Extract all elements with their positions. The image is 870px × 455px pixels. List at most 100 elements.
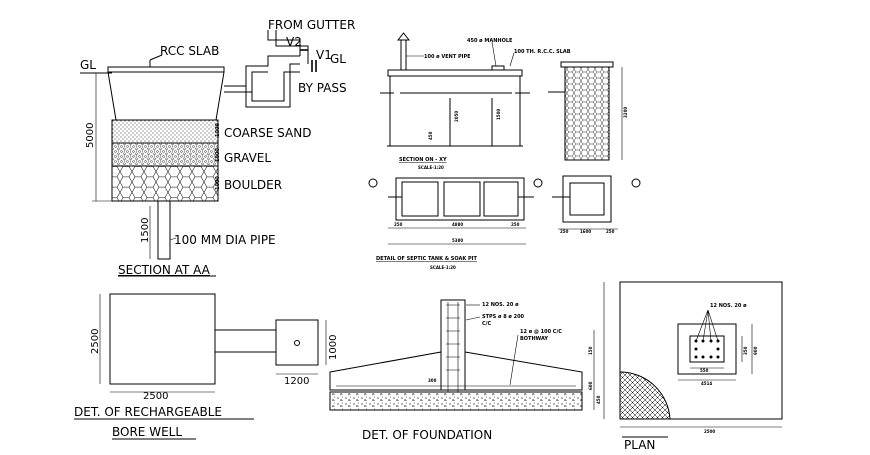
septic-slab-label: 100 TH. R.C.C. SLAB bbox=[514, 49, 571, 55]
soak-pit-plan-inner bbox=[569, 182, 605, 216]
stirrups-leader bbox=[465, 316, 481, 321]
bore-well-title-1: DET. OF RECHARGEABLE bbox=[74, 405, 222, 419]
plan-footing bbox=[677, 323, 737, 375]
plan-col-h: 350 bbox=[743, 346, 748, 355]
foundation-bars-label: 12 NOS. 20 ø bbox=[482, 302, 519, 308]
septic-dim-250-l: 250 bbox=[394, 222, 403, 227]
soak-pit-slab bbox=[560, 61, 614, 68]
mesh-way-label: BOTHWAY bbox=[520, 336, 548, 342]
rcc-slab-leader-2 bbox=[149, 54, 163, 61]
rebar-dot bbox=[694, 347, 698, 351]
septic-section-drawing: 100 ø VENT PIPE 450 ø MANHOLE 100 TH. R.… bbox=[380, 32, 571, 170]
inlet-pipe-bottom bbox=[224, 71, 268, 93]
plan-col-w: 550 bbox=[700, 368, 709, 373]
footing-left-slope bbox=[329, 351, 442, 391]
septic-dim-2050: 2050 bbox=[454, 111, 459, 122]
foundation-dim-150: 150 bbox=[588, 346, 593, 355]
bypass-pipe-outer bbox=[245, 63, 300, 108]
septic-dim-450: 450 bbox=[428, 131, 433, 140]
foundation-drawing: 12 NOS. 20 ø STPS ø 8 ø 200 C/C 12 ø @ 1… bbox=[329, 299, 601, 442]
footing-right-slope bbox=[464, 351, 583, 391]
section-marker-x bbox=[368, 178, 378, 188]
pipe-label-leader bbox=[169, 237, 177, 241]
bore-well-dim-1200: 1200 bbox=[284, 376, 309, 387]
soak-pit-plan-outer bbox=[562, 175, 612, 223]
septic-plan-title: DETAIL OF SEPTIC TANK & SOAK PIT bbox=[376, 256, 478, 262]
vent-pipe bbox=[400, 39, 407, 71]
septic-dim-4880: 4880 bbox=[452, 222, 463, 227]
coarse-sand-depth: 1000 bbox=[215, 123, 221, 137]
bore-well-drawing: 2500 2500 1000 1200 DET. OF RECHARGEABLE… bbox=[74, 293, 339, 440]
dia-pipe bbox=[157, 200, 171, 260]
v1-label: V1 bbox=[316, 48, 332, 62]
septic-dim-5380: 5380 bbox=[452, 238, 463, 243]
septic-section-scale: SCALE-1:20 bbox=[418, 165, 444, 170]
septic-plan-drawing: 250 4880 250 5380 DETAIL OF SEPTIC TANK … bbox=[368, 175, 641, 270]
plan-rebar-dots bbox=[694, 339, 720, 359]
plan-title: PLAN bbox=[624, 438, 655, 452]
plan-column bbox=[689, 335, 725, 363]
manhole-leader bbox=[491, 41, 497, 67]
plan-footing-w: 4514 bbox=[701, 381, 712, 386]
pit-depth-5000: 5000 bbox=[85, 123, 96, 148]
by-pass-label: BY PASS bbox=[298, 81, 347, 95]
bypass-pipe-inner bbox=[251, 71, 300, 102]
manhole-label: 450 ø MANHOLE bbox=[467, 38, 513, 44]
rebar-dot bbox=[694, 355, 698, 359]
stirrups-cc-label: C/C bbox=[482, 321, 491, 327]
pipe-depth-1500: 1500 bbox=[140, 218, 151, 243]
pit-upper-chamber bbox=[107, 71, 225, 121]
soak-pit-section-drawing: 3200 bbox=[548, 61, 628, 161]
plan-outer-boundary bbox=[619, 281, 783, 420]
plan-bars-label: 12 NOS. 20 ø bbox=[710, 303, 747, 309]
bore-well-dim-1000: 1000 bbox=[328, 335, 339, 360]
soak-section-marker bbox=[631, 178, 641, 188]
coarse-sand-label: COARSE SAND bbox=[224, 126, 311, 140]
recharge-pit-plan bbox=[109, 293, 216, 385]
gravel-layer bbox=[111, 142, 219, 167]
rebar-dot bbox=[716, 347, 720, 351]
gutter-pipe bbox=[267, 30, 301, 56]
soak-pit-section bbox=[564, 66, 610, 161]
foundation-dim-450: 450 bbox=[596, 395, 601, 404]
plan-drawing: 12 NOS. 20 ø 550 4514 350 900 2500 PLAN bbox=[603, 281, 783, 452]
mesh-label: 12 ø @ 100 C/C bbox=[520, 329, 562, 335]
inlet-pipe-top bbox=[224, 55, 300, 87]
pcc-bed bbox=[329, 391, 583, 411]
coarse-sand-layer bbox=[111, 119, 219, 144]
gravel-label: GRAVEL bbox=[224, 151, 271, 165]
plan-footing-h: 900 bbox=[753, 346, 758, 355]
section-aa-title: SECTION AT AA bbox=[118, 263, 211, 277]
from-gutter-label: FROM GUTTER bbox=[268, 18, 355, 32]
mesh-leader bbox=[509, 334, 519, 386]
bore-well-dim-2500-h: 2500 bbox=[143, 391, 168, 402]
septic-dim-250-r: 250 bbox=[511, 222, 520, 227]
septic-plan-outer bbox=[395, 177, 525, 221]
septic-dim-1500: 1500 bbox=[496, 109, 501, 120]
bore-well-title-2: BORE WELL bbox=[112, 425, 182, 439]
plan-corner-hatch bbox=[619, 371, 671, 420]
rcc-slab-label: RCC SLAB bbox=[160, 44, 219, 58]
soak-pit-height: 3200 bbox=[623, 107, 628, 118]
soak-dim-250-r: 250 bbox=[606, 229, 615, 234]
section-aa-drawing: GL RCC SLAB 1000 1000 1000 COARSE SAND G… bbox=[80, 18, 355, 277]
section-marker-y bbox=[533, 178, 543, 188]
bore-hole bbox=[294, 340, 300, 346]
plan-overall-w: 2500 bbox=[704, 429, 715, 434]
manhole bbox=[491, 65, 505, 71]
gl-label-left: GL bbox=[80, 58, 96, 72]
stirrups-lines bbox=[446, 304, 460, 371]
plan-bar-leaders bbox=[695, 309, 719, 342]
foundation-title: DET. OF FOUNDATION bbox=[362, 428, 492, 442]
septic-chamber-2 bbox=[443, 181, 481, 217]
foundation-dim-600: 600 bbox=[588, 381, 593, 390]
pipe-label: 100 MM DIA PIPE bbox=[174, 233, 276, 247]
gutter-pipe-2 bbox=[275, 30, 309, 64]
septic-chamber-3 bbox=[483, 181, 519, 217]
septic-chamber-1 bbox=[401, 181, 439, 217]
rebar-dot bbox=[716, 355, 720, 359]
bore-well-chamber bbox=[275, 319, 319, 366]
gl-label-right: GL bbox=[330, 52, 346, 66]
slab-leader bbox=[509, 52, 515, 67]
rcc-slab bbox=[107, 66, 225, 73]
